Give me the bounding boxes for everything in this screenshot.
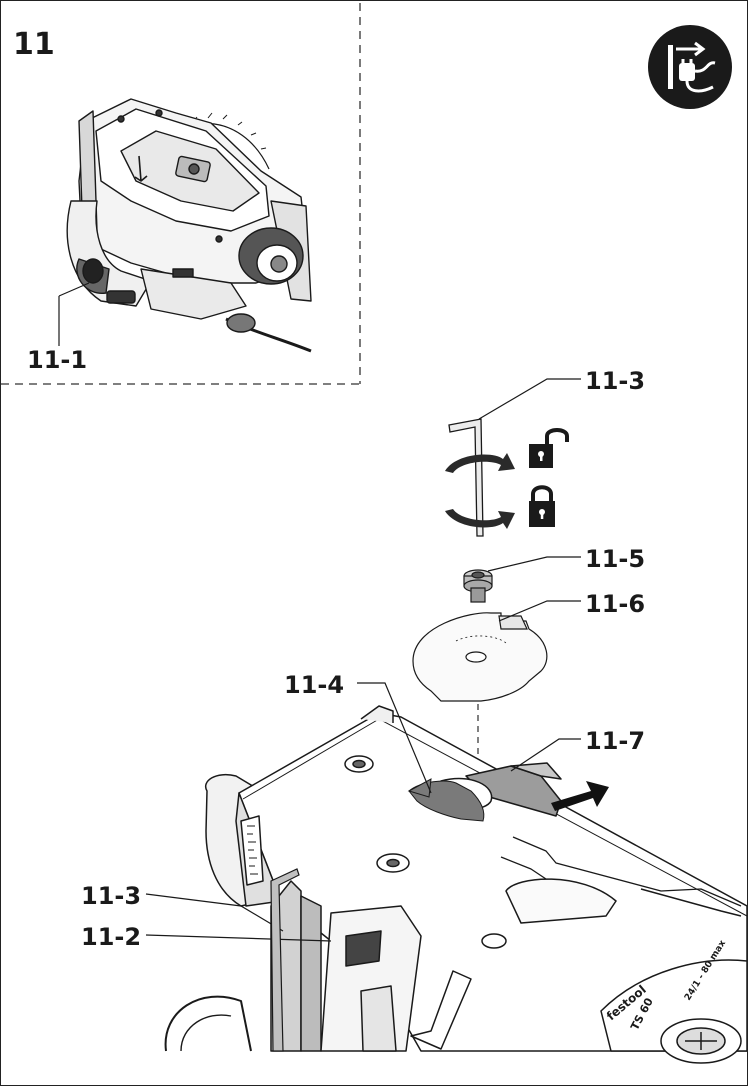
leader-11-7 (510, 738, 581, 772)
rotate-arrow-icon (445, 453, 515, 529)
leader-11-5 (487, 556, 581, 572)
rotate-arrow-icon-grey (407, 778, 485, 822)
callout-11-3-bottom: 11-3 (81, 882, 141, 910)
lock-icon (529, 485, 555, 527)
callout-11-2: 11-2 (81, 923, 141, 951)
callout-11-7: 11-7 (585, 727, 645, 755)
unlock-icon (529, 428, 569, 468)
callout-11-5: 11-5 (585, 545, 645, 573)
leader-11-4 (357, 682, 432, 794)
unplug-power-icon (648, 25, 732, 109)
leader-11-6 (498, 600, 581, 622)
screw (463, 569, 493, 603)
callout-11-3-top: 11-3 (585, 367, 645, 395)
callout-11-6: 11-6 (585, 590, 645, 618)
retaining-plate (412, 612, 548, 702)
figure-number: 11 (13, 27, 55, 62)
hex-key-inserted (270, 868, 300, 1052)
saw-inset-drawing (66, 98, 312, 353)
leader-11-3-bottom (145, 893, 284, 932)
leader-11-3-top (478, 378, 581, 420)
callout-11-1: 11-1 (27, 346, 87, 374)
inset-frame (1, 3, 361, 385)
callout-11-4: 11-4 (284, 671, 344, 699)
saw-main-drawing (164, 705, 747, 1064)
push-direction-arrow-icon (551, 781, 609, 811)
leader-11-2 (145, 934, 332, 942)
